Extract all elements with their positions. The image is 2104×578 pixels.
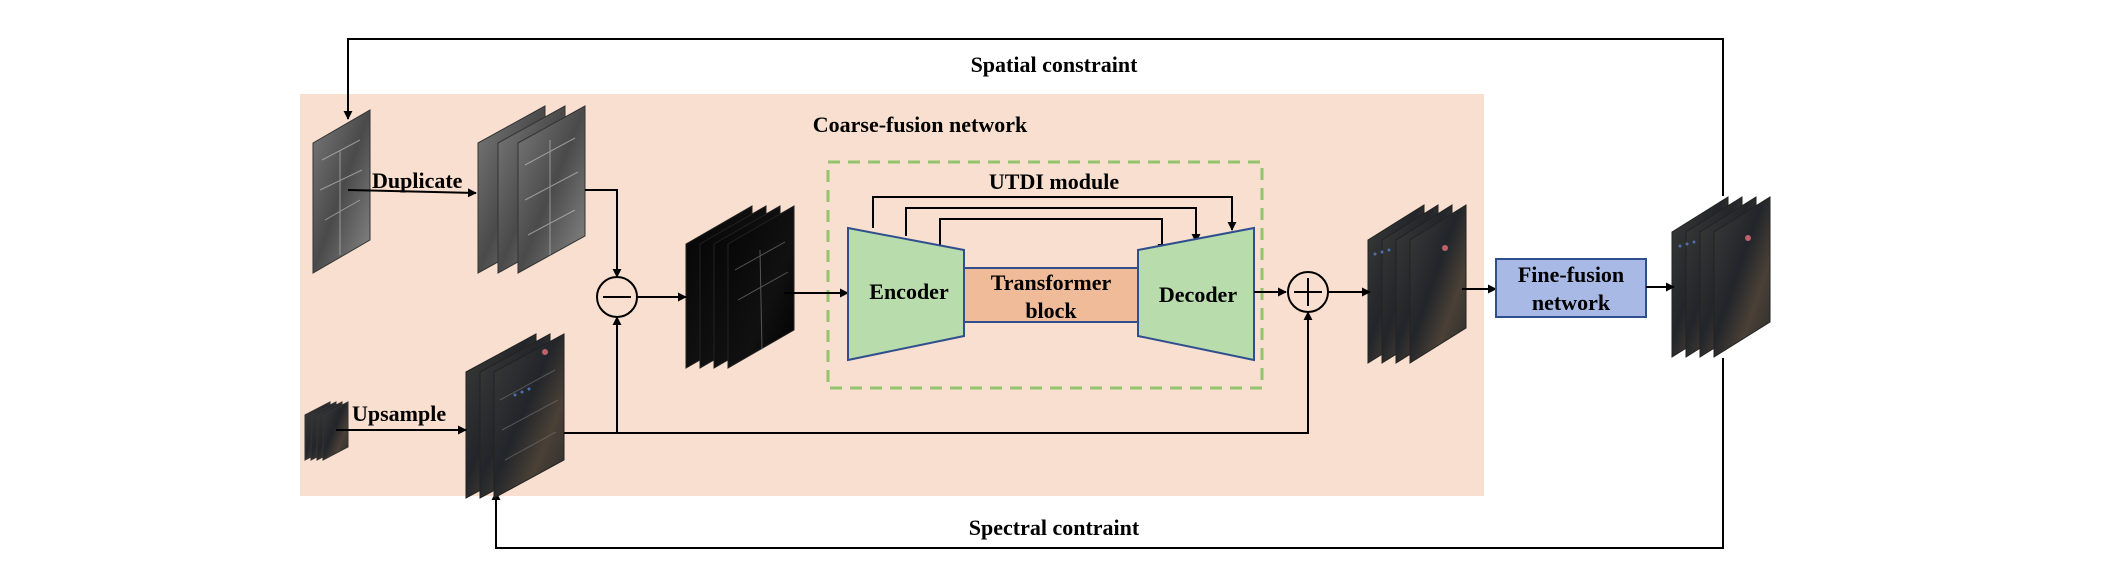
transformer-block (963, 267, 1139, 323)
utdi-module-label: UTDI module (989, 169, 1119, 194)
utdi-module-box (826, 160, 1264, 390)
decoder-block (1137, 226, 1255, 362)
coarse-fused-stack (1367, 204, 1467, 364)
transformer-label-line1: Transformer (991, 270, 1112, 295)
decoder-label: Decoder (1159, 282, 1237, 307)
residual-stack (685, 205, 795, 369)
encoder-label: Encoder (869, 279, 949, 304)
lowres-ms-image (304, 401, 349, 461)
pan-to-subtract-arrow (585, 189, 622, 278)
fine-fusion-label-line2: network (1532, 290, 1611, 315)
upsampled-ms-stack (465, 333, 565, 499)
fine-fusion-network-block (1495, 258, 1647, 318)
spectral-constraint-arrow (491, 358, 1724, 549)
spatial-constraint-arrow (343, 38, 1724, 196)
skip-connection-middle (905, 207, 1201, 243)
ms-to-add-arrow (564, 311, 1313, 434)
upsample-label: Upsample (352, 401, 446, 426)
transformer-label-line2: block (1025, 298, 1077, 323)
duplicate-label: Duplicate (372, 168, 463, 193)
pan-image (312, 109, 371, 274)
encoder-block (847, 226, 965, 362)
coarse-fusion-label: Coarse-fusion network (813, 112, 1028, 137)
skip-connection-outer (872, 196, 1237, 231)
spatial-constraint-label: Spatial constraint (971, 52, 1139, 77)
duplicated-pan-stack (477, 105, 586, 274)
skip-connection-inner (939, 218, 1167, 253)
add-operator (1287, 271, 1329, 313)
spectral-constraint-label: Spectral contraint (969, 515, 1140, 540)
duplicate-arrow (347, 188, 477, 198)
fine-fusion-label-line1: Fine-fusion (1518, 262, 1624, 287)
final-fused-stack (1671, 196, 1771, 358)
